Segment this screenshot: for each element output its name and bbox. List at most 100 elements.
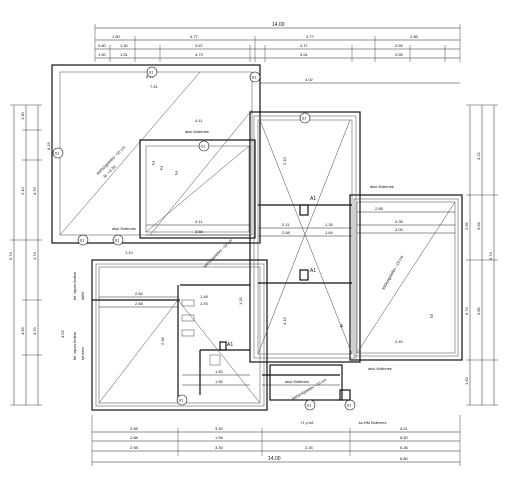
top-dim-2: 4.77	[190, 34, 199, 39]
left-dim-4: 3.75	[32, 186, 37, 195]
top-dimension-lines: 14.00 1.60 4.77 4.77 2.86 0.80 1.30 3.67…	[94, 22, 461, 62]
top3-dim-1: 1.50	[98, 52, 107, 57]
right-dim-4: 2.65	[464, 221, 469, 230]
bottom-dim-3: 3.30	[215, 426, 224, 431]
room-dim: 2.68	[282, 230, 291, 235]
bottom-note: +1 p.hő	[300, 420, 314, 425]
right-dim-7: 1.62	[464, 376, 469, 385]
svg-text:S1: S1	[201, 144, 207, 149]
top3-dim-2: 1.51	[120, 52, 129, 57]
roof-dim-c: 4.02	[305, 77, 314, 82]
side-note: fel. lapos födém	[72, 271, 77, 300]
room-dim: 1.20	[238, 296, 243, 305]
right-total-dim: 5.74	[488, 251, 493, 260]
room-dim: 2.68	[135, 301, 144, 306]
roof-slope-lines	[98, 119, 456, 404]
slope-note: alsó födémes	[370, 184, 394, 189]
s1-marker: S1	[198, 140, 210, 152]
slope-note: alsó födémes	[185, 129, 209, 134]
side-note: fel. lapos födém	[72, 331, 77, 360]
s1-marker: S1	[299, 112, 311, 124]
room-dim: 2.82	[135, 291, 144, 296]
top2-dim-2: 1.30	[120, 43, 129, 48]
bottom3-dim-5: 5.36	[400, 445, 409, 450]
left-dim-7: 3.79	[32, 326, 37, 335]
room-dim: 2.40	[395, 339, 404, 344]
top3-dim-8: 3.55	[395, 52, 404, 57]
svg-text:S1: S1	[80, 238, 86, 243]
room-dim: 4.11	[195, 118, 203, 123]
left-dim-3: 2.10	[20, 186, 25, 195]
bottom-dim-4: 4.01	[400, 426, 409, 431]
top2-dim-6: 4.17	[300, 43, 309, 48]
side-note: fal kém	[80, 346, 85, 360]
top2-dim-8: 2.55	[395, 43, 404, 48]
side-note: falfel	[80, 291, 85, 300]
right-dim-5: 5.89	[476, 306, 481, 315]
svg-text:A1: A1	[310, 196, 316, 202]
svg-text:S1: S1	[252, 75, 258, 80]
column-details	[181, 204, 351, 401]
room-dim: 4.16	[282, 316, 287, 325]
right-dimension-lines: 5.74 3.22 3.64 5.89 2.65 6.74 1.62	[464, 104, 498, 406]
s1-marker: S1	[249, 71, 261, 83]
left-dim-8: 6.19	[46, 141, 51, 150]
top3-dim-4: 4.73	[195, 52, 204, 57]
svg-text:A1: A1	[227, 342, 233, 348]
bottom2-dim-1: 2.88	[130, 435, 139, 440]
bottom-total-dim-2: 6.80	[400, 456, 409, 461]
svg-text:S1: S1	[302, 116, 308, 121]
fall-number: 4	[340, 324, 343, 330]
room-dim: 2.85	[375, 206, 384, 211]
s1-marker: S1	[304, 399, 316, 411]
svg-text:S1: S1	[347, 403, 353, 408]
room-dim: 3.00	[395, 227, 404, 232]
room-dim: 3.58	[195, 229, 204, 234]
left-dimension-lines: 5.74 1.30 2.10 4.59 3.75 3.79 1.74 4.52 …	[8, 104, 65, 406]
svg-text:S1: S1	[149, 70, 155, 75]
bottom3-dim-1: 2.98	[130, 445, 139, 450]
s1-marker: S1	[77, 234, 89, 246]
room-dim: 1.50	[215, 369, 224, 374]
room-dim: 1.64	[325, 230, 334, 235]
left-dim-5: 1.74	[32, 251, 37, 260]
fall-number: 2	[160, 166, 163, 172]
top2-dim-1: 0.80	[98, 43, 107, 48]
bottom-total-dim: 14.00	[268, 456, 281, 462]
left-dim-6: 4.59	[20, 326, 25, 335]
top-dim-3: 4.77	[306, 34, 315, 39]
a1-marker: A1	[310, 268, 316, 274]
s1-marker: S1	[52, 147, 64, 159]
bottom-dimension-lines: 2.58 3.30 4.01 2.88 1.56 6.50 2.98 3.30 …	[91, 415, 461, 466]
room-dimension-labels: 4.11 4.11 3.58 2.82 2.68 1.10 1.48 1.93 …	[125, 118, 404, 384]
inner-dimension-lines	[99, 211, 455, 386]
fall-number: 2	[152, 161, 155, 167]
room-dim: 2.96	[160, 336, 165, 345]
right-dim-6: 6.74	[464, 306, 469, 315]
a1-marker: A1	[227, 342, 233, 348]
left-dim-1: 1.30	[20, 111, 25, 120]
slope-note: alsó födémes	[112, 226, 136, 231]
roof-dim-b: 7.51	[150, 84, 159, 89]
room-dim: 1.35	[325, 222, 334, 227]
bottom3-dim-2: 3.30	[215, 445, 224, 450]
svg-text:S1: S1	[115, 238, 121, 243]
svg-text:S1: S1	[55, 151, 61, 156]
bottom-dim-1: 2.58	[130, 426, 139, 431]
right-dim-3: 3.64	[476, 221, 481, 230]
slope-note: alsó födémes	[368, 366, 392, 371]
right-dim-1: 3.22	[476, 151, 481, 160]
svg-text:S1: S1	[179, 398, 185, 403]
room-dim: 2.35	[395, 219, 404, 224]
top-total-dim: 14.00	[272, 22, 285, 28]
building-walls	[91, 111, 463, 411]
left-dim-9: 4.52	[60, 329, 65, 338]
top3-dim-6: 3.51	[300, 52, 309, 57]
bottom2-dim-3: 1.56	[215, 435, 224, 440]
room-dim: 1.48	[200, 294, 209, 299]
svg-text:S1: S1	[307, 403, 313, 408]
top-dim-1: 1.60	[112, 34, 121, 39]
room-dim: 1.93	[200, 301, 209, 306]
bottom-note-2: 1a-HM födémes	[358, 420, 386, 425]
